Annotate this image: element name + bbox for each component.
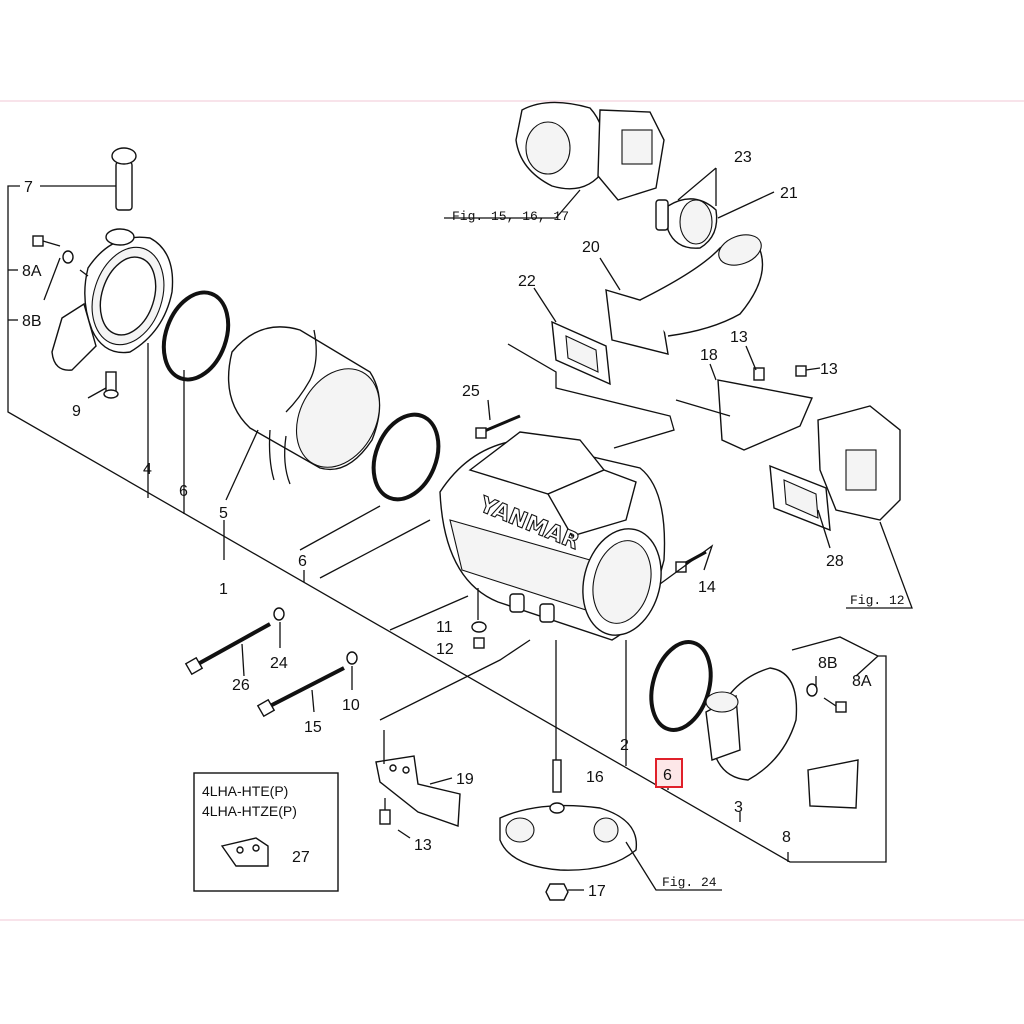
washer-part-10 (346, 651, 358, 665)
label-13-a[interactable]: 13 (730, 329, 748, 346)
model-line-1: 4LHA-HTE(P) (202, 783, 288, 799)
washer-part-8b (62, 250, 74, 264)
highlight-box (655, 758, 683, 788)
end-cover-part-3 (705, 667, 798, 781)
label-5[interactable]: 5 (219, 505, 228, 522)
label-26[interactable]: 26 (232, 677, 250, 694)
label-7[interactable]: 7 (24, 179, 33, 196)
label-14[interactable]: 14 (698, 579, 716, 596)
label-11[interactable]: 11 (436, 619, 453, 636)
model-variant-box: 4LHA-HTE(P) 4LHA-HTZE(P) 27 (193, 772, 339, 892)
washer-part-8b-right (806, 683, 818, 697)
label-8b-right[interactable]: 8B (818, 655, 838, 672)
bolt-part-8a-right (823, 697, 847, 713)
bolt-part-25 (475, 414, 521, 439)
bolt-part-15 (256, 666, 345, 718)
fig-ref-24[interactable]: Fig. 24 (662, 875, 717, 890)
label-13-b[interactable]: 13 (820, 361, 838, 378)
label-16[interactable]: 16 (586, 769, 604, 786)
washer-part-24 (273, 607, 285, 621)
gasket-part-28 (769, 464, 831, 532)
label-6-left[interactable]: 6 (179, 483, 188, 500)
bracket-part-19 (375, 755, 461, 827)
bolt-part-12 (473, 637, 485, 649)
label-13-c[interactable]: 13 (414, 837, 432, 854)
hose-part-21 (655, 198, 718, 249)
label-12[interactable]: 12 (436, 641, 454, 658)
washer-part-11 (471, 621, 487, 633)
label-6-mid[interactable]: 6 (298, 553, 307, 570)
label-21[interactable]: 21 (780, 185, 798, 202)
o-ring-part-6-right (649, 640, 713, 732)
bolt-part-26 (184, 622, 271, 676)
part-number-labels: 7 8A 8B 9 4 6 5 1 6 23 21 20 22 25 13 13… (22, 149, 872, 900)
bracket-part-18 (717, 379, 813, 451)
water-pump-reference (499, 804, 638, 871)
label-25[interactable]: 25 (462, 383, 480, 400)
label-15[interactable]: 15 (304, 719, 322, 736)
label-10[interactable]: 10 (342, 697, 360, 714)
label-1[interactable]: 1 (219, 581, 228, 598)
label-23[interactable]: 23 (734, 149, 752, 166)
label-2[interactable]: 2 (620, 737, 629, 754)
nut-part-17 (545, 883, 569, 901)
label-22[interactable]: 22 (518, 273, 536, 290)
drain-part-9 (103, 371, 119, 399)
cooler-core-part-5 (227, 326, 381, 485)
model-line-2: 4LHA-HTZE(P) (202, 803, 297, 819)
label-4[interactable]: 4 (143, 461, 152, 478)
bolt-part-13-bottom (379, 798, 391, 825)
label-8a-right[interactable]: 8A (852, 673, 872, 690)
label-19[interactable]: 19 (456, 771, 474, 788)
gasket-part-22 (551, 320, 611, 386)
stud-part-16 (549, 759, 565, 814)
label-17[interactable]: 17 (588, 883, 606, 900)
assembly-leader-lines (7, 185, 887, 863)
label-24[interactable]: 24 (270, 655, 288, 672)
o-ring-part-6-mid (371, 412, 441, 502)
label-8b[interactable]: 8B (22, 313, 42, 330)
label-20[interactable]: 20 (582, 239, 600, 256)
fig-ref-15-16-17[interactable]: Fig. 15, 16, 17 (452, 209, 569, 224)
gasket-part-8 (807, 759, 859, 809)
label-8[interactable]: 8 (782, 829, 791, 846)
part-leader-lines (43, 167, 913, 891)
plug-part-7 (111, 147, 137, 211)
elbow-pipe-part-20 (605, 234, 764, 355)
label-3[interactable]: 3 (734, 799, 743, 816)
label-8a[interactable]: 8A (22, 263, 42, 280)
model-box-part-label: 27 (292, 849, 310, 866)
cooler-housing-part-2 (439, 431, 666, 641)
label-6-highlighted[interactable]: 6 (663, 767, 672, 784)
label-9[interactable]: 9 (72, 403, 81, 420)
bolt-part-8a (32, 235, 61, 247)
o-ring-part-6-left (161, 290, 231, 382)
label-28[interactable]: 28 (826, 553, 844, 570)
turbocharger-reference (515, 101, 665, 201)
label-18[interactable]: 18 (700, 347, 718, 364)
manifold-reference (817, 405, 901, 521)
bolt-part-13-top (753, 365, 807, 381)
end-cover-part-4 (51, 228, 174, 371)
fig-ref-12[interactable]: Fig. 12 (850, 593, 905, 608)
